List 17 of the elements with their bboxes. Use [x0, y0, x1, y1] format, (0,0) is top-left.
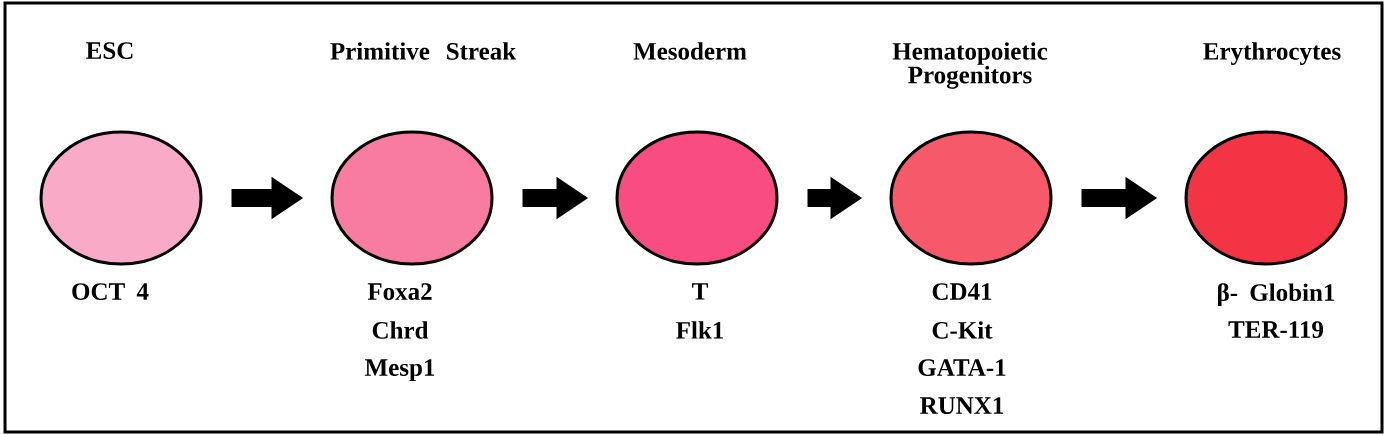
marker-label: CD41 [932, 283, 992, 300]
stage-heading: ESC [86, 42, 133, 59]
stage-heading: Mesoderm [633, 42, 747, 60]
marker-label: OCT 4 [72, 283, 149, 300]
stage-heading: Primitive Streak [330, 42, 517, 60]
stage-heading: Hematopoietic Progenitors [892, 42, 1048, 89]
marker-label: Foxa2 [367, 283, 432, 300]
marker-label: TER-119 [1228, 321, 1323, 338]
marker-label: Chrd [372, 321, 429, 339]
marker-label: Flk1 [676, 321, 723, 339]
marker-label: T [692, 283, 708, 300]
stage-heading: Erythrocytes [1203, 42, 1341, 65]
marker-label: β- Globin1 [1217, 283, 1335, 307]
marker-label: RUNX1 [920, 397, 1004, 414]
marker-label: C-Kit [932, 321, 993, 339]
marker-label: Mesp1 [365, 359, 435, 381]
marker-label: GATA-1 [918, 359, 1006, 376]
